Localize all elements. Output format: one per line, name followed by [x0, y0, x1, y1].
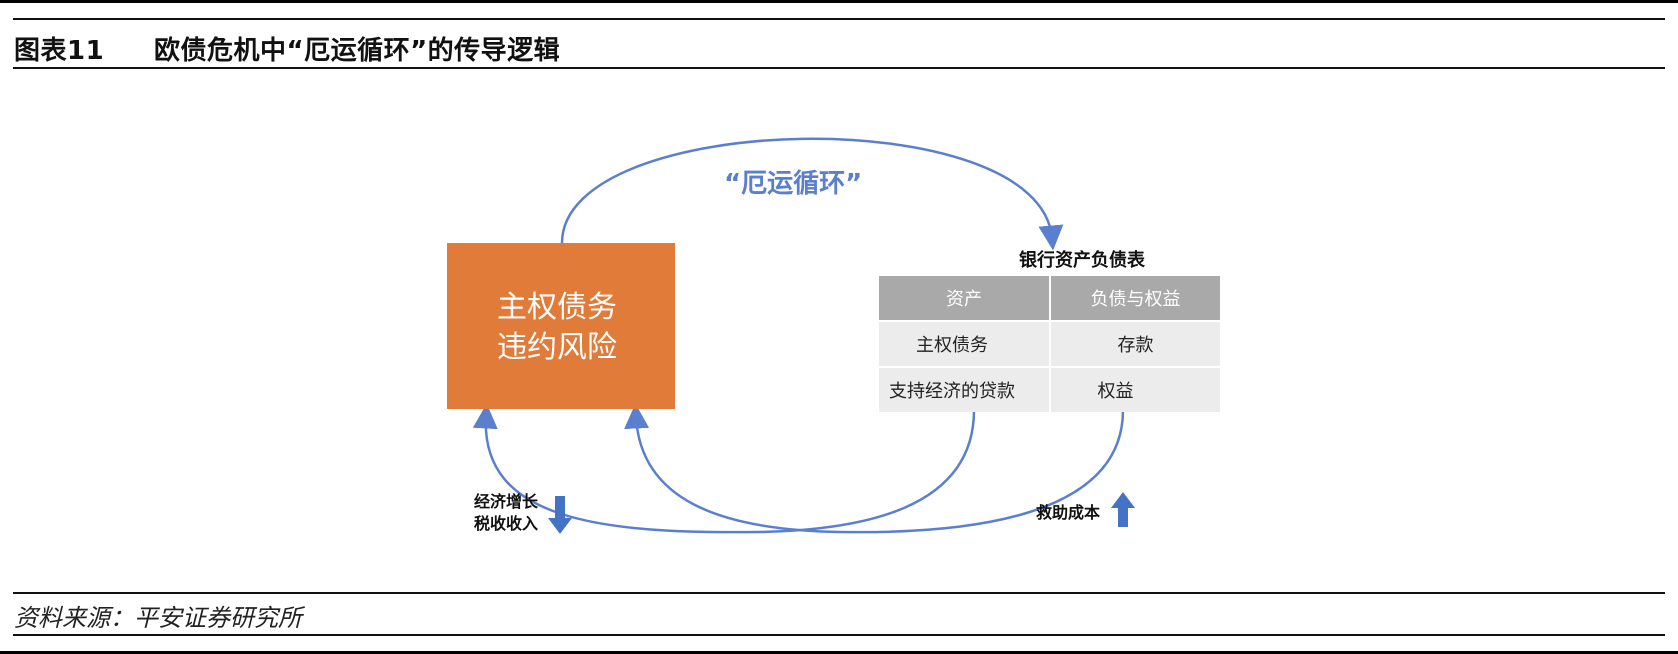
tax-label-line2: 税收收入 [474, 514, 539, 533]
title-bottom-rule [13, 67, 1665, 69]
sovereign-risk-line1: 主权债务 [497, 290, 617, 325]
liabilities-column-header: 负债与权益 [1050, 276, 1222, 321]
sovereign-risk-label: 主权债务 违约风险 [497, 288, 617, 368]
balance-sheet-row: 支持经济的贷款 权益 [879, 366, 1222, 412]
growth-label-line1: 经济增长 [474, 492, 539, 511]
title-top-rule [13, 18, 1665, 20]
sovereign-risk-box [447, 243, 675, 409]
doom-loop-label: “厄运循环” [724, 169, 863, 199]
growth-tax-label: 经济增长 税收收入 [474, 491, 538, 535]
lower-loop-arc-left [472, 403, 976, 534]
liability-cell: 权益 [1050, 366, 1222, 412]
asset-cell: 支持经济的贷款 [879, 366, 1051, 412]
figure-title: 图表11 欧债危机中“厄运循环”的传导逻辑 [14, 30, 560, 67]
bottom-frame-line [0, 651, 1678, 654]
figure-label: 图表11 [14, 36, 105, 66]
bailout-cost-label: 救助成本 [1036, 503, 1101, 522]
top-loop-arc [560, 137, 1064, 251]
source-bottom-rule [13, 634, 1665, 636]
assets-column-header: 资产 [879, 276, 1051, 321]
lower-loop-arc-right [624, 403, 1125, 534]
liability-cell: 存款 [1050, 320, 1222, 367]
figure-title-text: 欧债危机中“厄运循环”的传导逻辑 [154, 36, 561, 66]
asset-cell: 主权债务 [879, 320, 1051, 367]
source-top-rule [13, 592, 1665, 594]
top-frame-line [0, 0, 1678, 3]
growth-tax-down-arrow-icon [548, 496, 572, 534]
balance-sheet-title: 银行资产负债表 [1019, 250, 1145, 271]
source-note: 资料来源：平安证券研究所 [14, 604, 302, 632]
sovereign-risk-line2: 违约风险 [497, 330, 617, 365]
balance-sheet-table: 资产 负债与权益 主权债务 存款 支持经济的贷款 权益 [879, 276, 1222, 412]
bailout-cost-up-arrow-icon [1111, 492, 1135, 527]
balance-sheet-row: 主权债务 存款 [879, 320, 1222, 367]
balance-sheet-header-row: 资产 负债与权益 [879, 276, 1222, 321]
